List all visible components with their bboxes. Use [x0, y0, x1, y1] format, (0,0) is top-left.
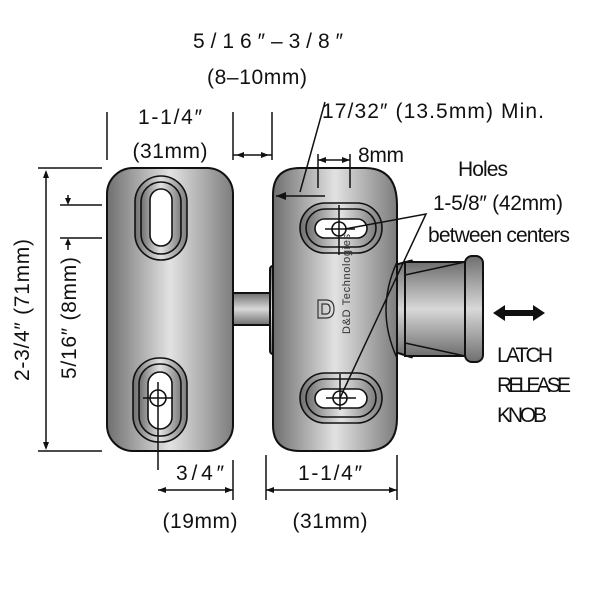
gap-mm-label: (8–10mm) [207, 66, 307, 89]
latch-label: LATCH [497, 344, 553, 367]
right-width-mm-label: (31mm) [293, 510, 368, 533]
double-arrow-icon [493, 305, 545, 321]
left-width-label: 1-1/4″ [138, 106, 203, 129]
latch-rod [227, 292, 275, 326]
latch-body: D&D Technologies [269, 167, 398, 452]
holes-label: Holes [458, 158, 508, 181]
knob-label: KNOB [497, 404, 547, 427]
right-width-label: 1-1/4″ [298, 462, 363, 485]
latch-release-knob [394, 255, 484, 363]
height-label: 2-3/4″ (71mm) [11, 239, 34, 381]
holes-between-label: between centers [428, 224, 570, 247]
hole-offset-mm-label: (19mm) [163, 510, 238, 533]
gate-keeper-body [106, 167, 234, 470]
dimension-lines [38, 101, 545, 500]
brand-logo-text: D&D Technologies [341, 234, 353, 335]
release-label: RELEASE [497, 374, 571, 397]
min-offset-label: 17/32″ (13.5mm) Min. [322, 100, 544, 123]
gap-label: 5/16″–3/8″ [193, 30, 344, 53]
offset-8mm-label: 8mm [358, 144, 404, 167]
hole-offset-label: 3/4″ [176, 462, 225, 485]
left-width-mm-label: (31mm) [133, 140, 208, 163]
holes-spacing-label: 1-5/8″ (42mm) [433, 192, 563, 215]
slot-height-label: 5/16″ (8mm) [58, 257, 81, 379]
brand-logo: D&D Technologies [317, 234, 353, 335]
